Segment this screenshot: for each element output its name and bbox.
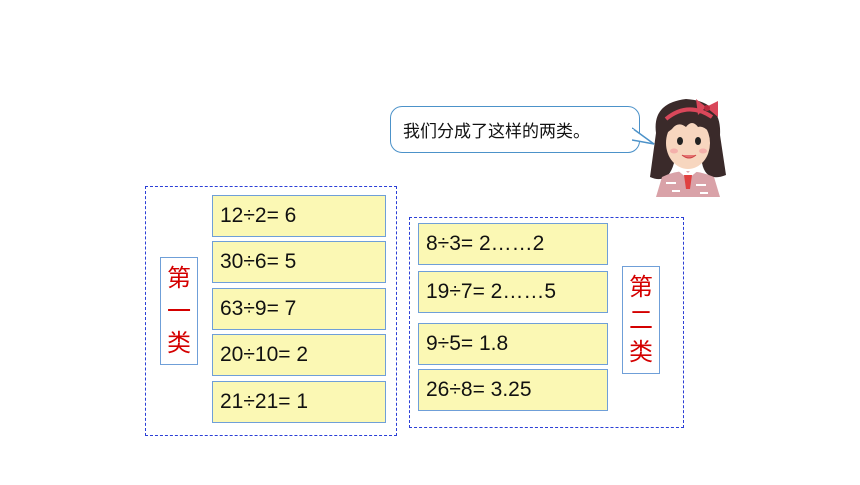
group-two-label-char: 类 xyxy=(629,338,653,367)
speech-bubble: 我们分成了这样的两类。 xyxy=(390,106,640,153)
equation-card: 30÷6= 5 xyxy=(212,241,386,283)
speech-bubble-tail xyxy=(632,127,655,145)
equation-card: 19÷7= 2……5 xyxy=(418,271,608,313)
equation-card: 20÷10= 2 xyxy=(212,334,386,376)
group-two-label-char: 第 xyxy=(629,273,653,302)
group-two-box xyxy=(409,217,684,428)
group-one-label-char: 一 xyxy=(167,296,191,325)
equation-text: 9÷5= 1.8 xyxy=(426,332,509,355)
equation-text: 20÷10= 2 xyxy=(220,343,309,366)
group-one-label: 第 一 类 xyxy=(160,257,198,365)
equation-card: 8÷3= 2……2 xyxy=(418,223,608,265)
equation-text: 19÷7= 2……5 xyxy=(426,280,557,303)
equation-text: 63÷9= 7 xyxy=(220,297,297,320)
group-two-label-char: 二 xyxy=(629,305,653,334)
group-one-box xyxy=(145,186,397,436)
group-one-label-char: 类 xyxy=(167,329,191,358)
equation-text: 30÷6= 5 xyxy=(220,250,297,273)
speech-bubble-text: 我们分成了这样的两类。 xyxy=(403,122,590,142)
equation-card: 63÷9= 7 xyxy=(212,288,386,330)
group-two-label: 第 二 类 xyxy=(622,266,660,374)
equation-card: 26÷8= 3.25 xyxy=(418,369,608,411)
group-one-label-char: 第 xyxy=(167,264,191,293)
equation-text: 8÷3= 2……2 xyxy=(426,232,545,255)
equation-card: 12÷2= 6 xyxy=(212,195,386,237)
girl-illustration-icon xyxy=(650,99,726,197)
equation-text: 12÷2= 6 xyxy=(220,204,297,227)
equation-card: 21÷21= 1 xyxy=(212,381,386,423)
equation-text: 26÷8= 3.25 xyxy=(426,378,532,401)
equation-text: 21÷21= 1 xyxy=(220,390,309,413)
equation-card: 9÷5= 1.8 xyxy=(418,323,608,365)
